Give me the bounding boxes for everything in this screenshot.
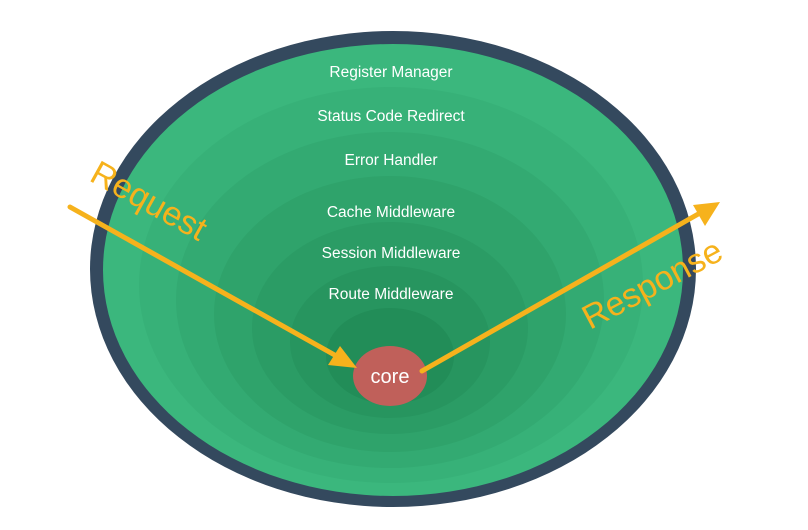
layer-label-cache-middleware: Cache Middleware [327, 204, 455, 221]
core-node [353, 346, 427, 406]
layer-label-route-middleware: Route Middleware [329, 286, 454, 303]
layer-label-session-middleware: Session Middleware [322, 245, 461, 262]
layer-label-error-handler: Error Handler [344, 152, 437, 169]
response-arrow [419, 202, 720, 374]
request-arrow [67, 204, 357, 368]
layer-rings [103, 44, 683, 496]
layer-label-status-code-redirect: Status Code Redirect [317, 108, 465, 125]
layer-label-register-manager: Register Manager [329, 64, 452, 81]
core-label: core [371, 366, 410, 388]
